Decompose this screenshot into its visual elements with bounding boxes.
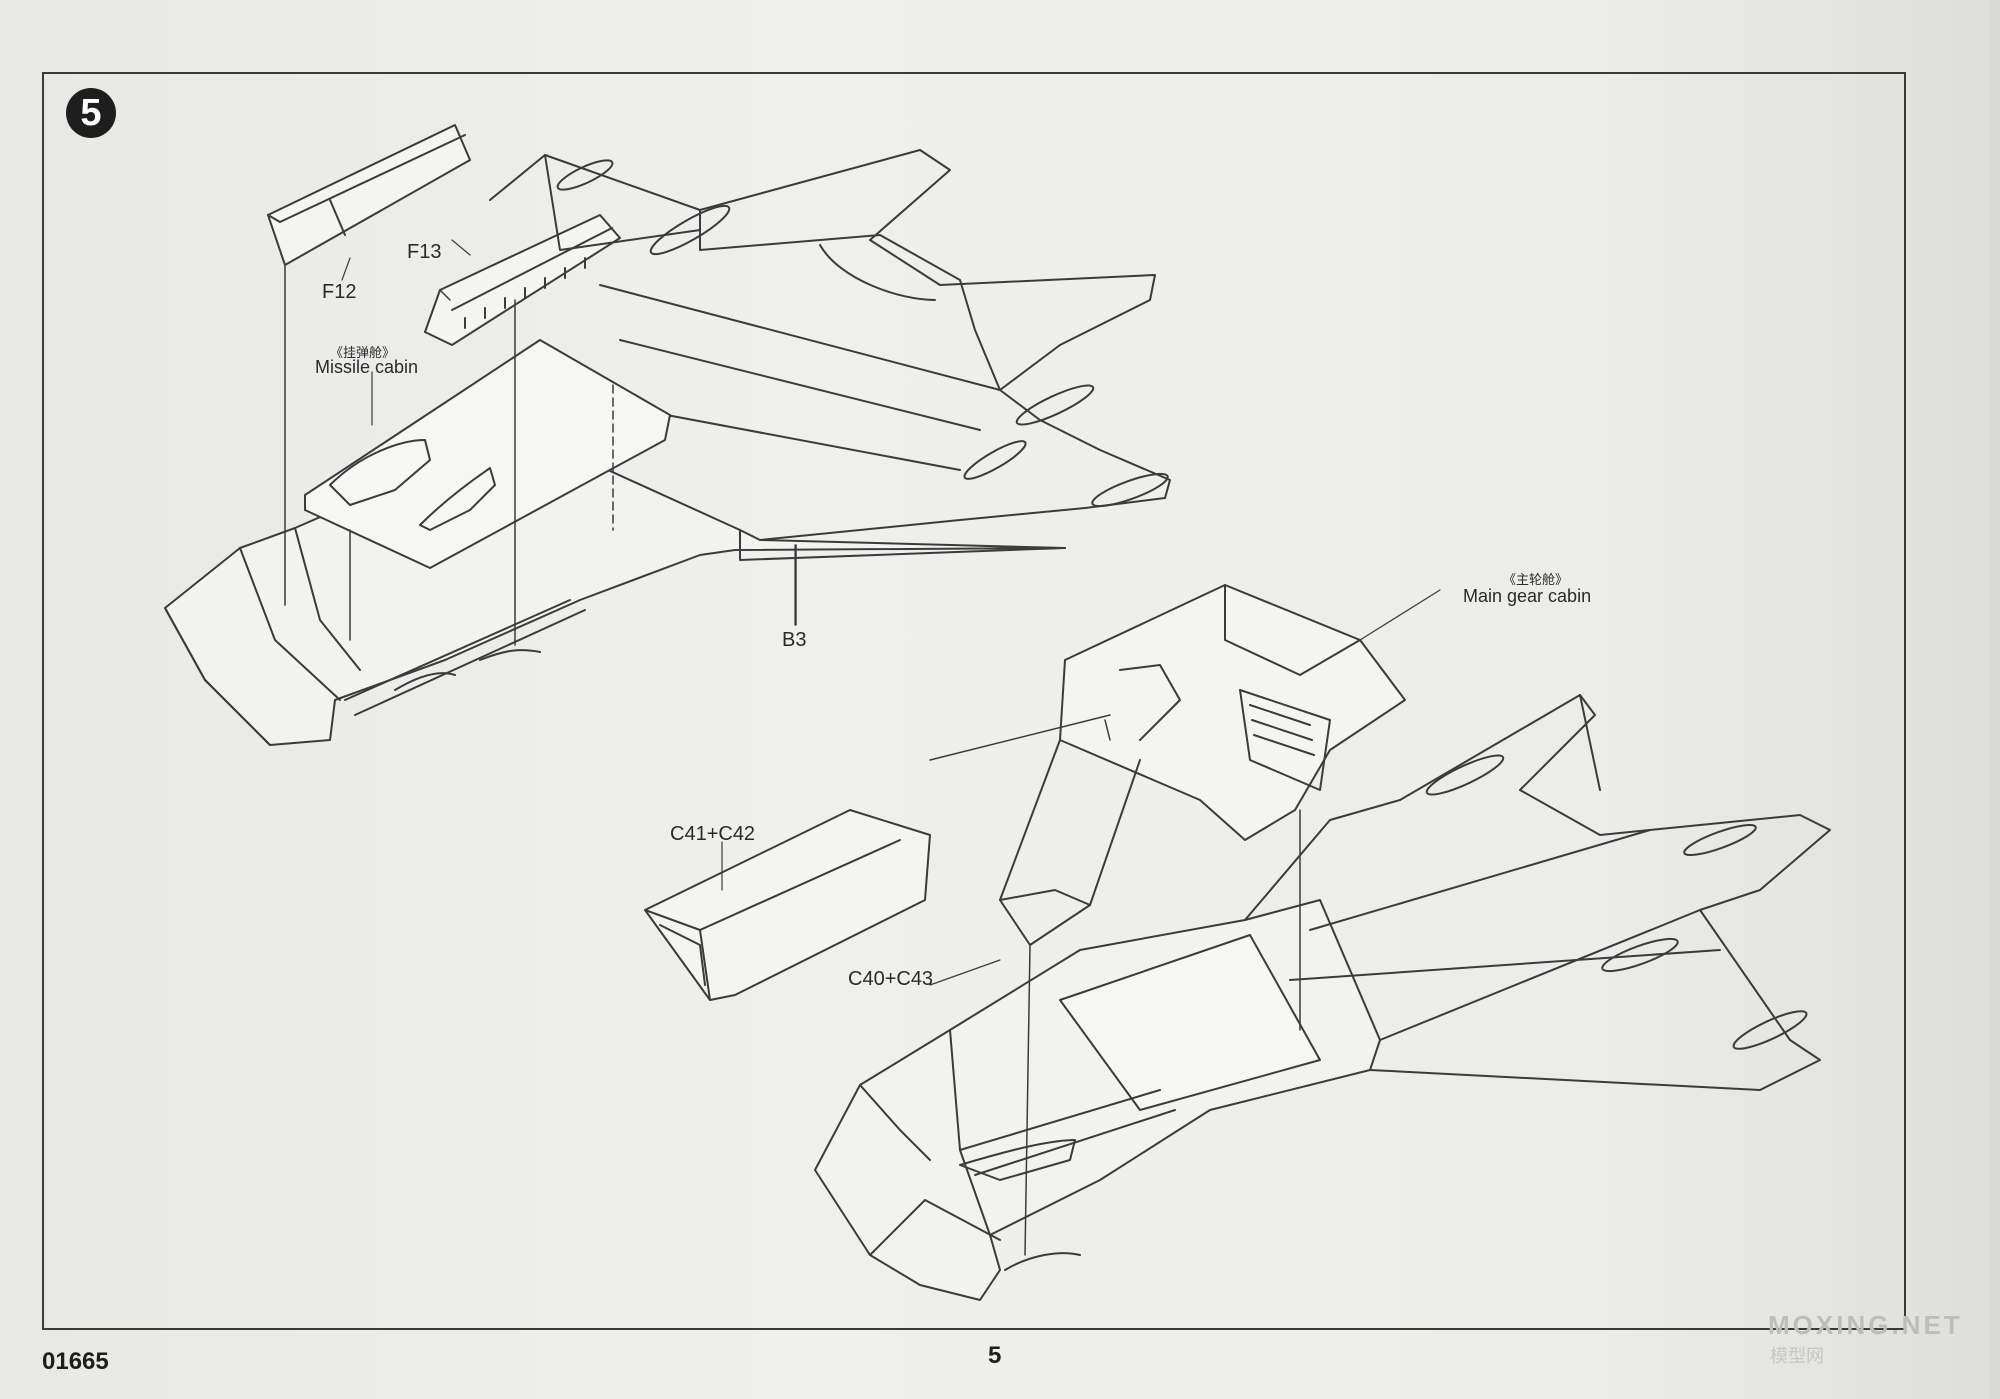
step-frame xyxy=(42,72,1906,1330)
callout-leaders xyxy=(341,239,1441,986)
label-main-gear-cabin: Main gear cabin xyxy=(1463,586,1592,606)
page-number: 5 xyxy=(988,1342,1002,1369)
main-gear-cabin xyxy=(999,584,1406,946)
part-f13 xyxy=(424,214,621,346)
label-f13: F13 xyxy=(407,241,442,263)
label-b3: B3 xyxy=(782,629,807,651)
label-f12: F12 xyxy=(322,281,357,303)
lower-fuselage xyxy=(814,694,1831,1301)
upper-guide-lines xyxy=(284,264,797,646)
kit-number: 01665 xyxy=(42,1348,109,1375)
part-c41-c42 xyxy=(644,809,931,1001)
watermark-logo: MOXING.NET xyxy=(1768,1310,1963,1340)
label-c41-c42: C41+C42 xyxy=(670,823,756,845)
label-main-gear-cabin-cn: 《主轮舱》 xyxy=(1503,572,1569,587)
label-c40-c43: C40+C43 xyxy=(848,968,934,990)
label-missile-cabin-cn: 《挂弹舱》 xyxy=(330,345,396,360)
step-number-badge: 5 xyxy=(66,88,116,138)
label-missile-cabin: Missile cabin xyxy=(315,357,419,377)
upper-fuselage xyxy=(164,149,1171,746)
lower-guide-lines xyxy=(929,714,1301,1256)
part-f12 xyxy=(267,124,471,266)
watermark-sub: 模型网 xyxy=(1770,1346,1824,1366)
